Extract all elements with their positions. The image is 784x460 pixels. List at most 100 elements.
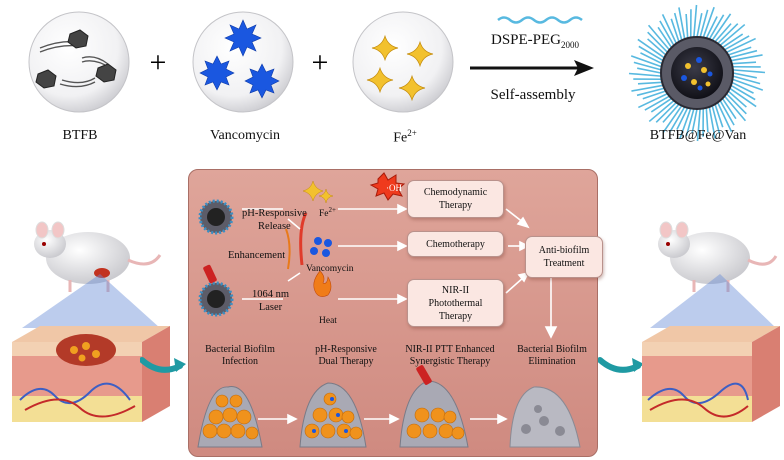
heat-flame-icon	[313, 270, 332, 297]
particle-icon-ph	[198, 199, 234, 235]
peg-strand	[730, 54, 763, 62]
peg-chain-icon	[497, 16, 583, 24]
peg-strand	[731, 61, 757, 65]
flow-arrows	[242, 203, 558, 425]
peg-strand	[732, 78, 764, 91]
peg-strand	[678, 7, 686, 40]
peg-strand	[731, 81, 754, 94]
fe-ion-sphere	[352, 11, 454, 113]
particle-icon-laser	[198, 264, 234, 317]
peg-strand	[657, 26, 673, 48]
peg-strand	[647, 38, 667, 56]
peg-strand	[647, 24, 671, 51]
peg-strand	[637, 38, 665, 59]
hydroxyl-burst-icon	[369, 172, 406, 201]
peg-strand	[644, 95, 670, 111]
biofilm-stage-4	[509, 386, 581, 448]
peg-strand	[717, 23, 739, 45]
peg-strand	[631, 84, 664, 92]
vancomycin-label: Vancomycin	[210, 128, 280, 143]
peg-strand	[705, 107, 709, 133]
peg-strand	[693, 4, 698, 38]
peg-strand	[714, 23, 732, 43]
biofilm-stage-3	[399, 365, 469, 448]
peg-strand	[705, 16, 718, 39]
chemotherapy-box: Chemotherapy	[407, 231, 504, 257]
vancomycin-sphere	[192, 11, 294, 113]
dspe-peg-label: DSPE-PEG2000	[490, 32, 579, 50]
hydroxyl-label: ·OH	[386, 183, 402, 193]
heat-label: Heat	[319, 316, 337, 326]
peg-strand	[732, 72, 757, 79]
biofilm-stage-1	[197, 386, 263, 448]
left-transition-arrow	[140, 357, 186, 373]
peg-strand	[708, 14, 725, 40]
peg-strand	[711, 105, 721, 134]
peg-strand	[685, 108, 695, 137]
peg-strand	[716, 102, 733, 132]
peg-strand	[724, 35, 750, 51]
plus-sign-1: +	[150, 46, 167, 79]
peg-strand	[699, 9, 709, 38]
biofilm-stage-2	[299, 382, 367, 448]
btfb-label: BTFB	[62, 128, 98, 143]
btfb-fe-van-nanoparticle	[628, 4, 766, 142]
btfb-molecule-sphere	[28, 11, 130, 113]
peg-strand	[637, 81, 663, 85]
peg-strand	[711, 13, 732, 41]
peg-strand	[637, 67, 662, 74]
peg-strand	[729, 49, 758, 59]
peg-strand	[729, 87, 757, 108]
peg-strand	[725, 93, 747, 115]
peg-strand	[662, 105, 683, 133]
peg-strand	[638, 92, 668, 109]
infected-skin-block	[12, 326, 170, 422]
peg-strand	[670, 18, 680, 43]
peg-strand	[662, 103, 680, 123]
vancomycin-star-icon	[310, 237, 332, 257]
peg-strand	[636, 87, 665, 97]
peg-strand	[638, 45, 664, 62]
peg-strand	[659, 20, 675, 46]
peg-strand	[669, 106, 686, 132]
assembly-arrowhead	[574, 60, 594, 76]
peg-strand	[633, 61, 662, 71]
right-transition-arrow	[598, 357, 644, 373]
vancomycin-agent-label: Vancomycin	[306, 264, 354, 274]
peg-strand	[661, 14, 678, 44]
fe-label: Fe2+	[393, 128, 417, 146]
peg-strand	[732, 75, 761, 85]
peg-strand	[721, 98, 737, 120]
peg-strand	[732, 69, 766, 74]
peg-strand	[719, 100, 735, 126]
peg-strand	[676, 107, 689, 130]
peg-strand	[714, 103, 724, 128]
peg-strand	[630, 55, 662, 68]
peg-strand	[727, 90, 747, 108]
peg-strand	[648, 99, 675, 123]
peg-strand	[702, 6, 715, 38]
peg-strand	[673, 12, 683, 41]
mouse-icon-right	[658, 221, 778, 292]
left-infected-mouse-skin	[12, 221, 170, 422]
peg-strand	[691, 108, 698, 133]
top-synthesis-scheme: + +	[28, 4, 766, 142]
right-healed-mouse-skin	[642, 221, 780, 422]
peg-strand	[696, 13, 703, 38]
healed-skin-block	[642, 326, 780, 422]
enhancement-label: Enhancement	[228, 250, 286, 261]
peg-strand	[655, 101, 677, 123]
fe-ion-label: Fe2+	[319, 206, 336, 220]
peg-strand	[730, 84, 756, 101]
peg-strand	[723, 95, 747, 122]
peg-strand	[679, 108, 692, 140]
plus-sign-2: +	[312, 46, 329, 79]
